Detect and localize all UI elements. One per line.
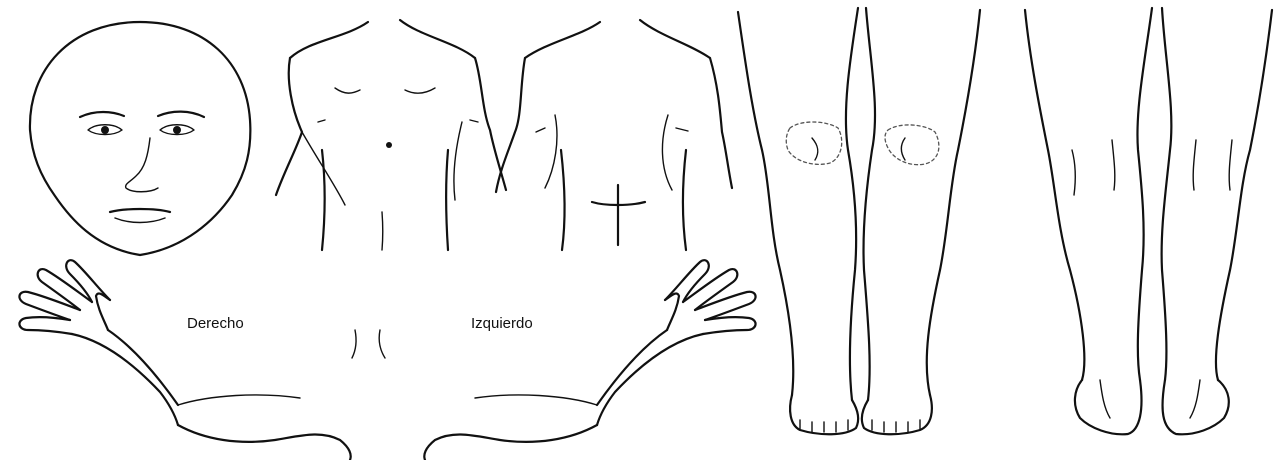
- torso-front-figure: [276, 20, 506, 250]
- left-eye-pupil-icon: [173, 126, 181, 134]
- left-side-label: Izquierdo: [471, 315, 533, 332]
- arms-spread-figure: [19, 260, 755, 460]
- head-front-figure: [30, 22, 250, 255]
- navel-icon: [386, 142, 392, 148]
- legs-back-figure: [1025, 8, 1272, 434]
- right-side-label: Derecho: [187, 315, 244, 332]
- right-eye-pupil-icon: [101, 126, 109, 134]
- torso-back-figure: [496, 20, 732, 250]
- legs-front-figure: [738, 8, 980, 434]
